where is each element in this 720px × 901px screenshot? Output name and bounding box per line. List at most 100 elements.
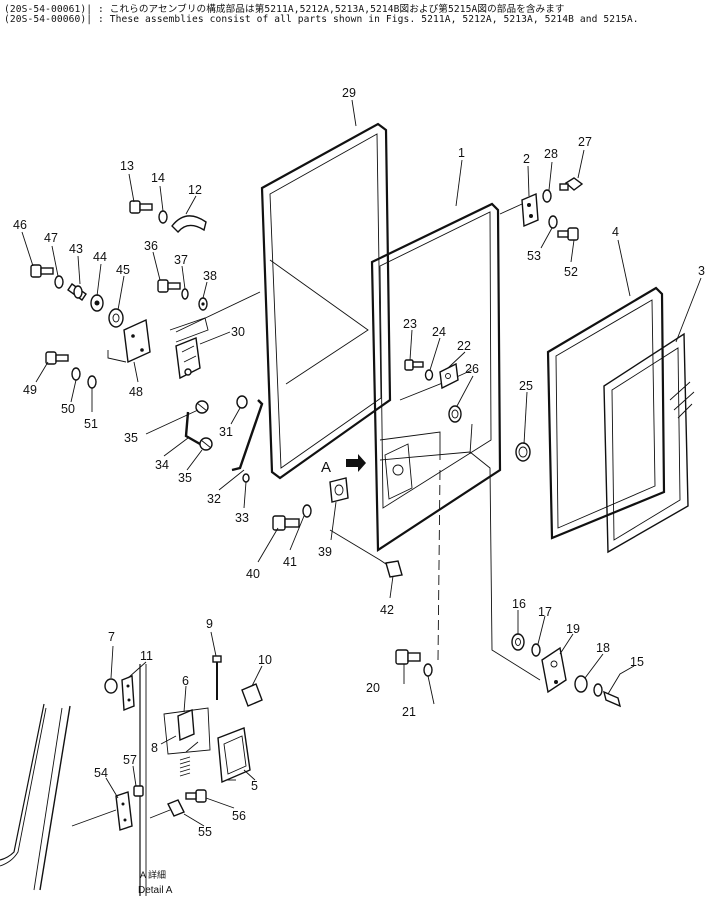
bolt-23 — [404, 359, 424, 371]
callout-19: 19 — [566, 622, 580, 636]
header-note-japanese: (20S-54-00061)| : これらのアセンブリの構成部品は第5211A,… — [4, 4, 565, 15]
bolt-36 — [157, 279, 181, 293]
washer-51 — [87, 375, 97, 389]
callout-52: 52 — [564, 265, 578, 279]
bracket-6 — [163, 707, 211, 755]
clip-33 — [242, 473, 250, 483]
rod-34 — [184, 411, 201, 446]
bolt-56 — [185, 789, 207, 803]
washer-41 — [302, 504, 312, 518]
washer-47 — [54, 275, 64, 289]
callout-10: 10 — [258, 653, 272, 667]
bumper-42 — [385, 560, 403, 578]
window-frame-29 — [260, 122, 392, 480]
callout-33: 33 — [235, 511, 249, 525]
callout-49: 49 — [23, 383, 37, 397]
plate-22 — [439, 362, 459, 390]
callout-44: 44 — [93, 250, 107, 264]
callout-42: 42 — [380, 603, 394, 617]
pin-9 — [212, 655, 222, 700]
callout-23: 23 — [403, 317, 417, 331]
callout-29: 29 — [342, 86, 356, 100]
callout-14: 14 — [151, 171, 165, 185]
clip-31 — [236, 395, 248, 409]
callout-34: 34 — [155, 458, 169, 472]
catch-10 — [241, 683, 263, 707]
bushing-45 — [108, 308, 124, 328]
callout-56: 56 — [232, 809, 246, 823]
callout-26: 26 — [465, 362, 479, 376]
callout-55: 55 — [198, 825, 212, 839]
callout-25: 25 — [519, 379, 533, 393]
nut-18 — [574, 675, 588, 693]
rod-32 — [231, 399, 264, 472]
bolt-13 — [129, 200, 153, 214]
window-frame-4 — [546, 286, 666, 540]
callout-48: 48 — [129, 385, 143, 399]
callout-38: 38 — [203, 269, 217, 283]
callout-35-lower: 35 — [178, 471, 192, 485]
callout-16: 16 — [512, 597, 526, 611]
hinge-2 — [521, 192, 539, 228]
callout-18: 18 — [596, 641, 610, 655]
handle-12 — [171, 215, 207, 234]
callout-labels: 29 1 2 28 27 4 3 13 14 12 46 47 43 44 45… — [13, 86, 705, 896]
door-panel-1 — [370, 202, 502, 553]
plate-11 — [121, 674, 135, 712]
glass-3 — [603, 332, 695, 554]
callout-35-upper: 35 — [124, 431, 138, 445]
bumper-25 — [515, 442, 531, 462]
washer-14 — [158, 210, 168, 224]
callout-leaders — [21, 99, 702, 827]
detail-a-label-jp: A 詳細 — [140, 869, 166, 880]
plate-48 — [123, 318, 151, 364]
clip-35-upper — [195, 400, 209, 414]
callout-12: 12 — [188, 183, 202, 197]
washer-21 — [423, 663, 433, 677]
callout-30: 30 — [231, 325, 245, 339]
callout-6: 6 — [182, 674, 189, 688]
callout-46: 46 — [13, 218, 27, 232]
detail-a-arrow — [346, 454, 366, 472]
cam-44 — [90, 294, 104, 312]
bracket-19 — [541, 646, 567, 694]
grommet-26 — [448, 405, 462, 423]
cover-5 — [217, 727, 251, 784]
screw-27 — [559, 177, 584, 191]
callout-8: 8 — [151, 741, 158, 755]
callout-17: 17 — [538, 605, 552, 619]
washer-38 — [198, 297, 208, 311]
nut-16 — [511, 633, 525, 651]
washer-28 — [542, 189, 552, 203]
bolt-52 — [557, 227, 579, 241]
callout-20: 20 — [366, 681, 380, 695]
callout-4: 4 — [612, 225, 619, 239]
washer-37 — [181, 288, 189, 300]
clip-35-lower — [199, 437, 213, 451]
striker-39 — [329, 477, 349, 503]
callout-28: 28 — [544, 147, 558, 161]
callout-24: 24 — [432, 325, 446, 339]
callout-40: 40 — [246, 567, 260, 581]
detail-a-label-en: Detail A — [138, 885, 173, 896]
washer-50 — [71, 367, 81, 381]
callout-13: 13 — [120, 159, 134, 173]
callout-45: 45 — [116, 263, 130, 277]
callout-54: 54 — [94, 766, 108, 780]
callout-7: 7 — [108, 630, 115, 644]
washer-15a — [593, 683, 603, 697]
callout-2: 2 — [523, 152, 530, 166]
spring-8 — [179, 756, 191, 777]
header-note-english: (20S-54-00060)| : These assemblies consi… — [4, 14, 639, 25]
callout-43: 43 — [69, 242, 83, 256]
callout-5: 5 — [251, 779, 258, 793]
callout-3: 3 — [698, 264, 705, 278]
callout-50: 50 — [61, 402, 75, 416]
callout-41: 41 — [283, 555, 297, 569]
callout-21: 21 — [402, 705, 416, 719]
bolt-40 — [272, 515, 300, 531]
bolt-20 — [395, 649, 421, 665]
assembly-leader-lines — [107, 203, 541, 681]
